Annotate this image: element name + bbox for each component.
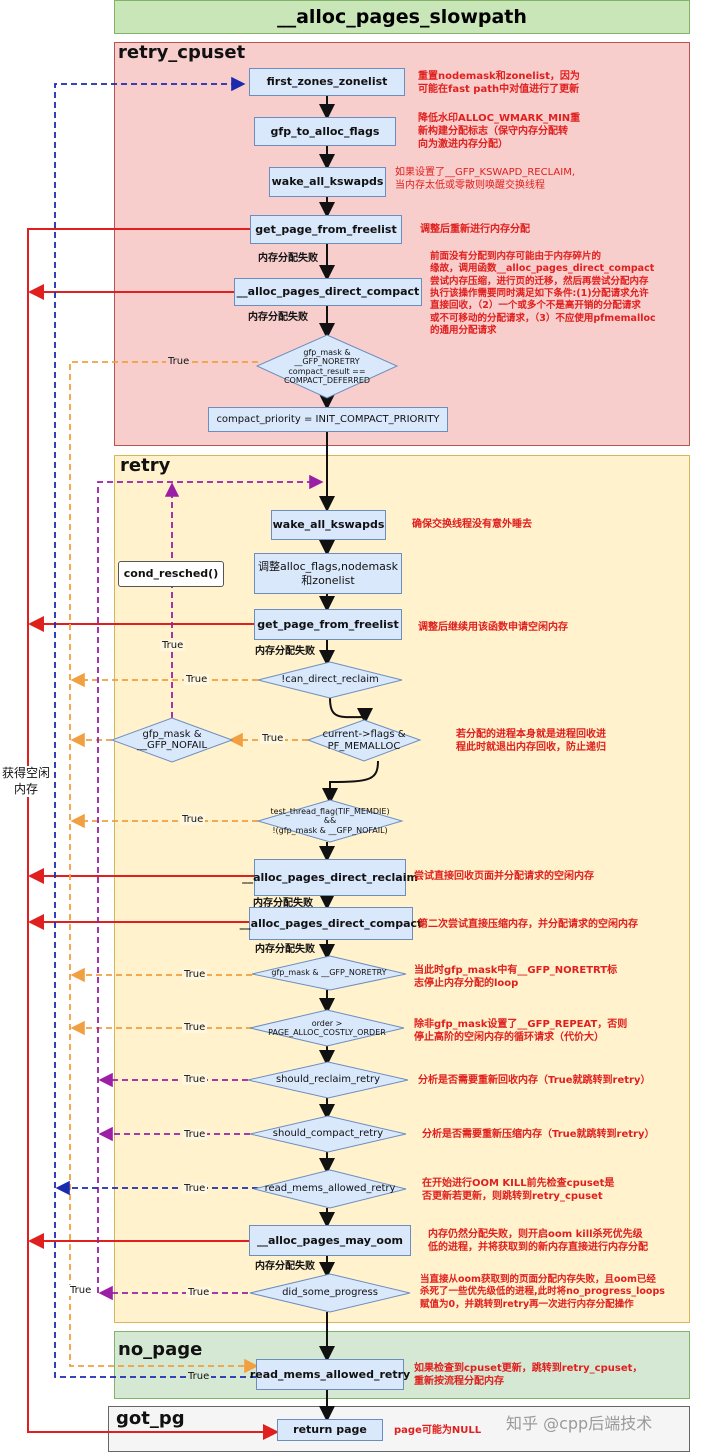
section-title-got-pg: got_pg bbox=[116, 1408, 185, 1429]
note-lower-watermark: 降低水印ALLOC_WMARK_MIN重 新构建分配标志（保守内存分配转 向为激… bbox=[418, 113, 581, 150]
note-direct-reclaim: 尝试直接回收页面并分配请求的空闲内存 bbox=[414, 871, 594, 882]
diagram-title: __alloc_pages_slowpath bbox=[114, 0, 690, 34]
decision-memdie: test_thread_flag(TIF_MEMDIE) && !(gfp_ma… bbox=[270, 807, 390, 835]
decision-costly-order: order > PAGE_ALLOC_COSTLY_ORDER bbox=[268, 1018, 386, 1037]
note-costly-order: 除非gfp_mask设置了__GFP_REPEAT，否则 停止高阶的空闲内存的循… bbox=[414, 1019, 628, 1043]
decision-gfp-nofail: gfp_mask & __GFP_NOFAIL bbox=[136, 728, 208, 752]
note-cpuset-retry: 如果检查到cpuset更新，跳转到retry_cpuset， 重新按流程分配内存 bbox=[414, 1363, 643, 1387]
node-get-page-from-freelist-2: get_page_from_freelist bbox=[254, 609, 402, 640]
node-direct-compact-2: __alloc_pages_direct_compact bbox=[240, 907, 422, 940]
true-label-2: True bbox=[160, 640, 186, 651]
true-label-13: True bbox=[186, 1371, 212, 1382]
true-label-12: True bbox=[68, 1285, 94, 1296]
title-text: __alloc_pages_slowpath bbox=[277, 6, 527, 28]
node-adjust-flags: 调整alloc_flags,nodemask和zonelist bbox=[254, 553, 402, 594]
got-free-memory-label: 获得空闲 内存 bbox=[0, 766, 52, 798]
note-noretry: 当此时gfp_mask中有__GFP_NORETRT标 志停止内存分配的loop bbox=[414, 965, 618, 989]
true-label-1: True bbox=[166, 356, 192, 367]
true-label-10: True bbox=[182, 1183, 208, 1194]
node-return-page: return page bbox=[277, 1419, 383, 1441]
node-cond-resched: cond_resched() bbox=[118, 561, 224, 587]
decision-should-reclaim-retry: should_reclaim_retry bbox=[275, 1074, 381, 1086]
note-pf-memalloc: 若分配的进程本身就是进程回收进 程此时就退出内存回收，防止递归 bbox=[456, 729, 606, 753]
fail-label-4: 内存分配失败 bbox=[253, 898, 313, 909]
node-gfp-to-alloc-flags: gfp_to_alloc_flags bbox=[254, 117, 396, 146]
true-label-11: True bbox=[186, 1287, 212, 1298]
decision-noretry: gfp_mask & __GFP_NORETRY bbox=[271, 968, 387, 978]
section-title-retry-cpuset: retry_cpuset bbox=[118, 42, 246, 63]
note-kswapd-reclaim: 如果设置了__GFP_KSWAPD_RECLAIM, 当内存太低或零散则唤醒交换… bbox=[395, 167, 575, 191]
note-continue-alloc: 调整后继续用该函数申请空闲内存 bbox=[418, 622, 568, 633]
fail-label-2: 内存分配失败 bbox=[248, 312, 308, 323]
node-direct-reclaim: __alloc_pages_direct_reclaim bbox=[242, 859, 418, 896]
note-should-compact: 分析是否需要重新压缩内存（True就跳转到retry） bbox=[422, 1129, 655, 1140]
node-compact-priority: compact_priority = INIT_COMPACT_PRIORITY bbox=[208, 407, 448, 432]
section-retry-cpuset bbox=[114, 42, 690, 446]
true-label-3: True bbox=[184, 674, 210, 685]
node-first-zones-zonelist: first_zones_zonelist bbox=[249, 68, 405, 96]
fail-label-1: 内存分配失败 bbox=[258, 253, 318, 264]
note-reset-nodemask: 重置nodemask和zonelist，因为 可能在fast path中对值进行… bbox=[418, 71, 580, 95]
decision-should-compact-retry: should_compact_retry bbox=[272, 1128, 384, 1140]
note-did-some-progress: 当直接从oom获取到的页面分配内存失败，且oom已经 杀死了一些优先级低的进程,… bbox=[420, 1274, 665, 1310]
fail-label-5: 内存分配失败 bbox=[255, 944, 315, 955]
true-label-7: True bbox=[182, 1022, 208, 1033]
note-kswapd-awake: 确保交换线程没有意外睡去 bbox=[412, 519, 532, 530]
note-second-compact: 第二次尝试直接压缩内存，并分配请求的空闲内存 bbox=[418, 919, 638, 930]
node-may-oom: __alloc_pages_may_oom bbox=[249, 1225, 411, 1256]
section-got-pg bbox=[108, 1406, 690, 1452]
note-direct-compact: 前面没有分配到内存可能由于内存碎片的 缘故，调用函数__alloc_pages_… bbox=[430, 251, 656, 337]
note-may-oom: 内存仍然分配失败，则开启oom kill杀死优先级 低的进程，并将获取到的新内存… bbox=[428, 1229, 648, 1253]
true-label-9: True bbox=[182, 1129, 208, 1140]
decision-noretry-deferred: gfp_mask & __GFP_NORETRY compact_result … bbox=[283, 348, 371, 385]
decision-pf-memalloc: current->flags & PF_MEMALLOC bbox=[322, 729, 406, 752]
node-wake-all-kswapds-1: wake_all_kswapds bbox=[269, 167, 386, 197]
decision-did-some-progress: did_some_progress bbox=[282, 1287, 378, 1299]
watermark: 知乎 @cpp后端技术 bbox=[506, 1414, 653, 1433]
node-direct-compact-1: __alloc_pages_direct_compact bbox=[234, 278, 422, 306]
node-read-mems-allowed-retry-2: read_mems_allowed_retry bbox=[250, 1359, 410, 1390]
fail-label-6: 内存分配失败 bbox=[255, 1261, 315, 1272]
fail-label-3: 内存分配失败 bbox=[255, 646, 315, 657]
true-label-8: True bbox=[182, 1074, 208, 1085]
section-title-retry: retry bbox=[120, 455, 171, 476]
decision-can-direct-reclaim: !can_direct_reclaim bbox=[281, 674, 379, 686]
section-title-no-page: no_page bbox=[118, 1339, 203, 1360]
node-wake-all-kswapds-2: wake_all_kswapds bbox=[271, 510, 386, 540]
note-retry-alloc: 调整后重新进行内存分配 bbox=[420, 224, 530, 235]
decision-read-mems-allowed-retry: read_mems_allowed_retry bbox=[264, 1183, 396, 1195]
true-label-6: True bbox=[182, 969, 208, 980]
node-get-page-from-freelist-1: get_page_from_freelist bbox=[250, 215, 402, 244]
true-label-5: True bbox=[180, 814, 206, 825]
note-oom-cpuset: 在开始进行OOM KILL前先检查cpuset是 否更新若更新，则跳转到retr… bbox=[422, 1178, 615, 1202]
note-page-null: page可能为NULL bbox=[394, 1425, 482, 1436]
note-should-reclaim: 分析是否需要重新回收内存（True就跳转到retry） bbox=[418, 1075, 651, 1086]
true-label-4: True bbox=[260, 733, 286, 744]
